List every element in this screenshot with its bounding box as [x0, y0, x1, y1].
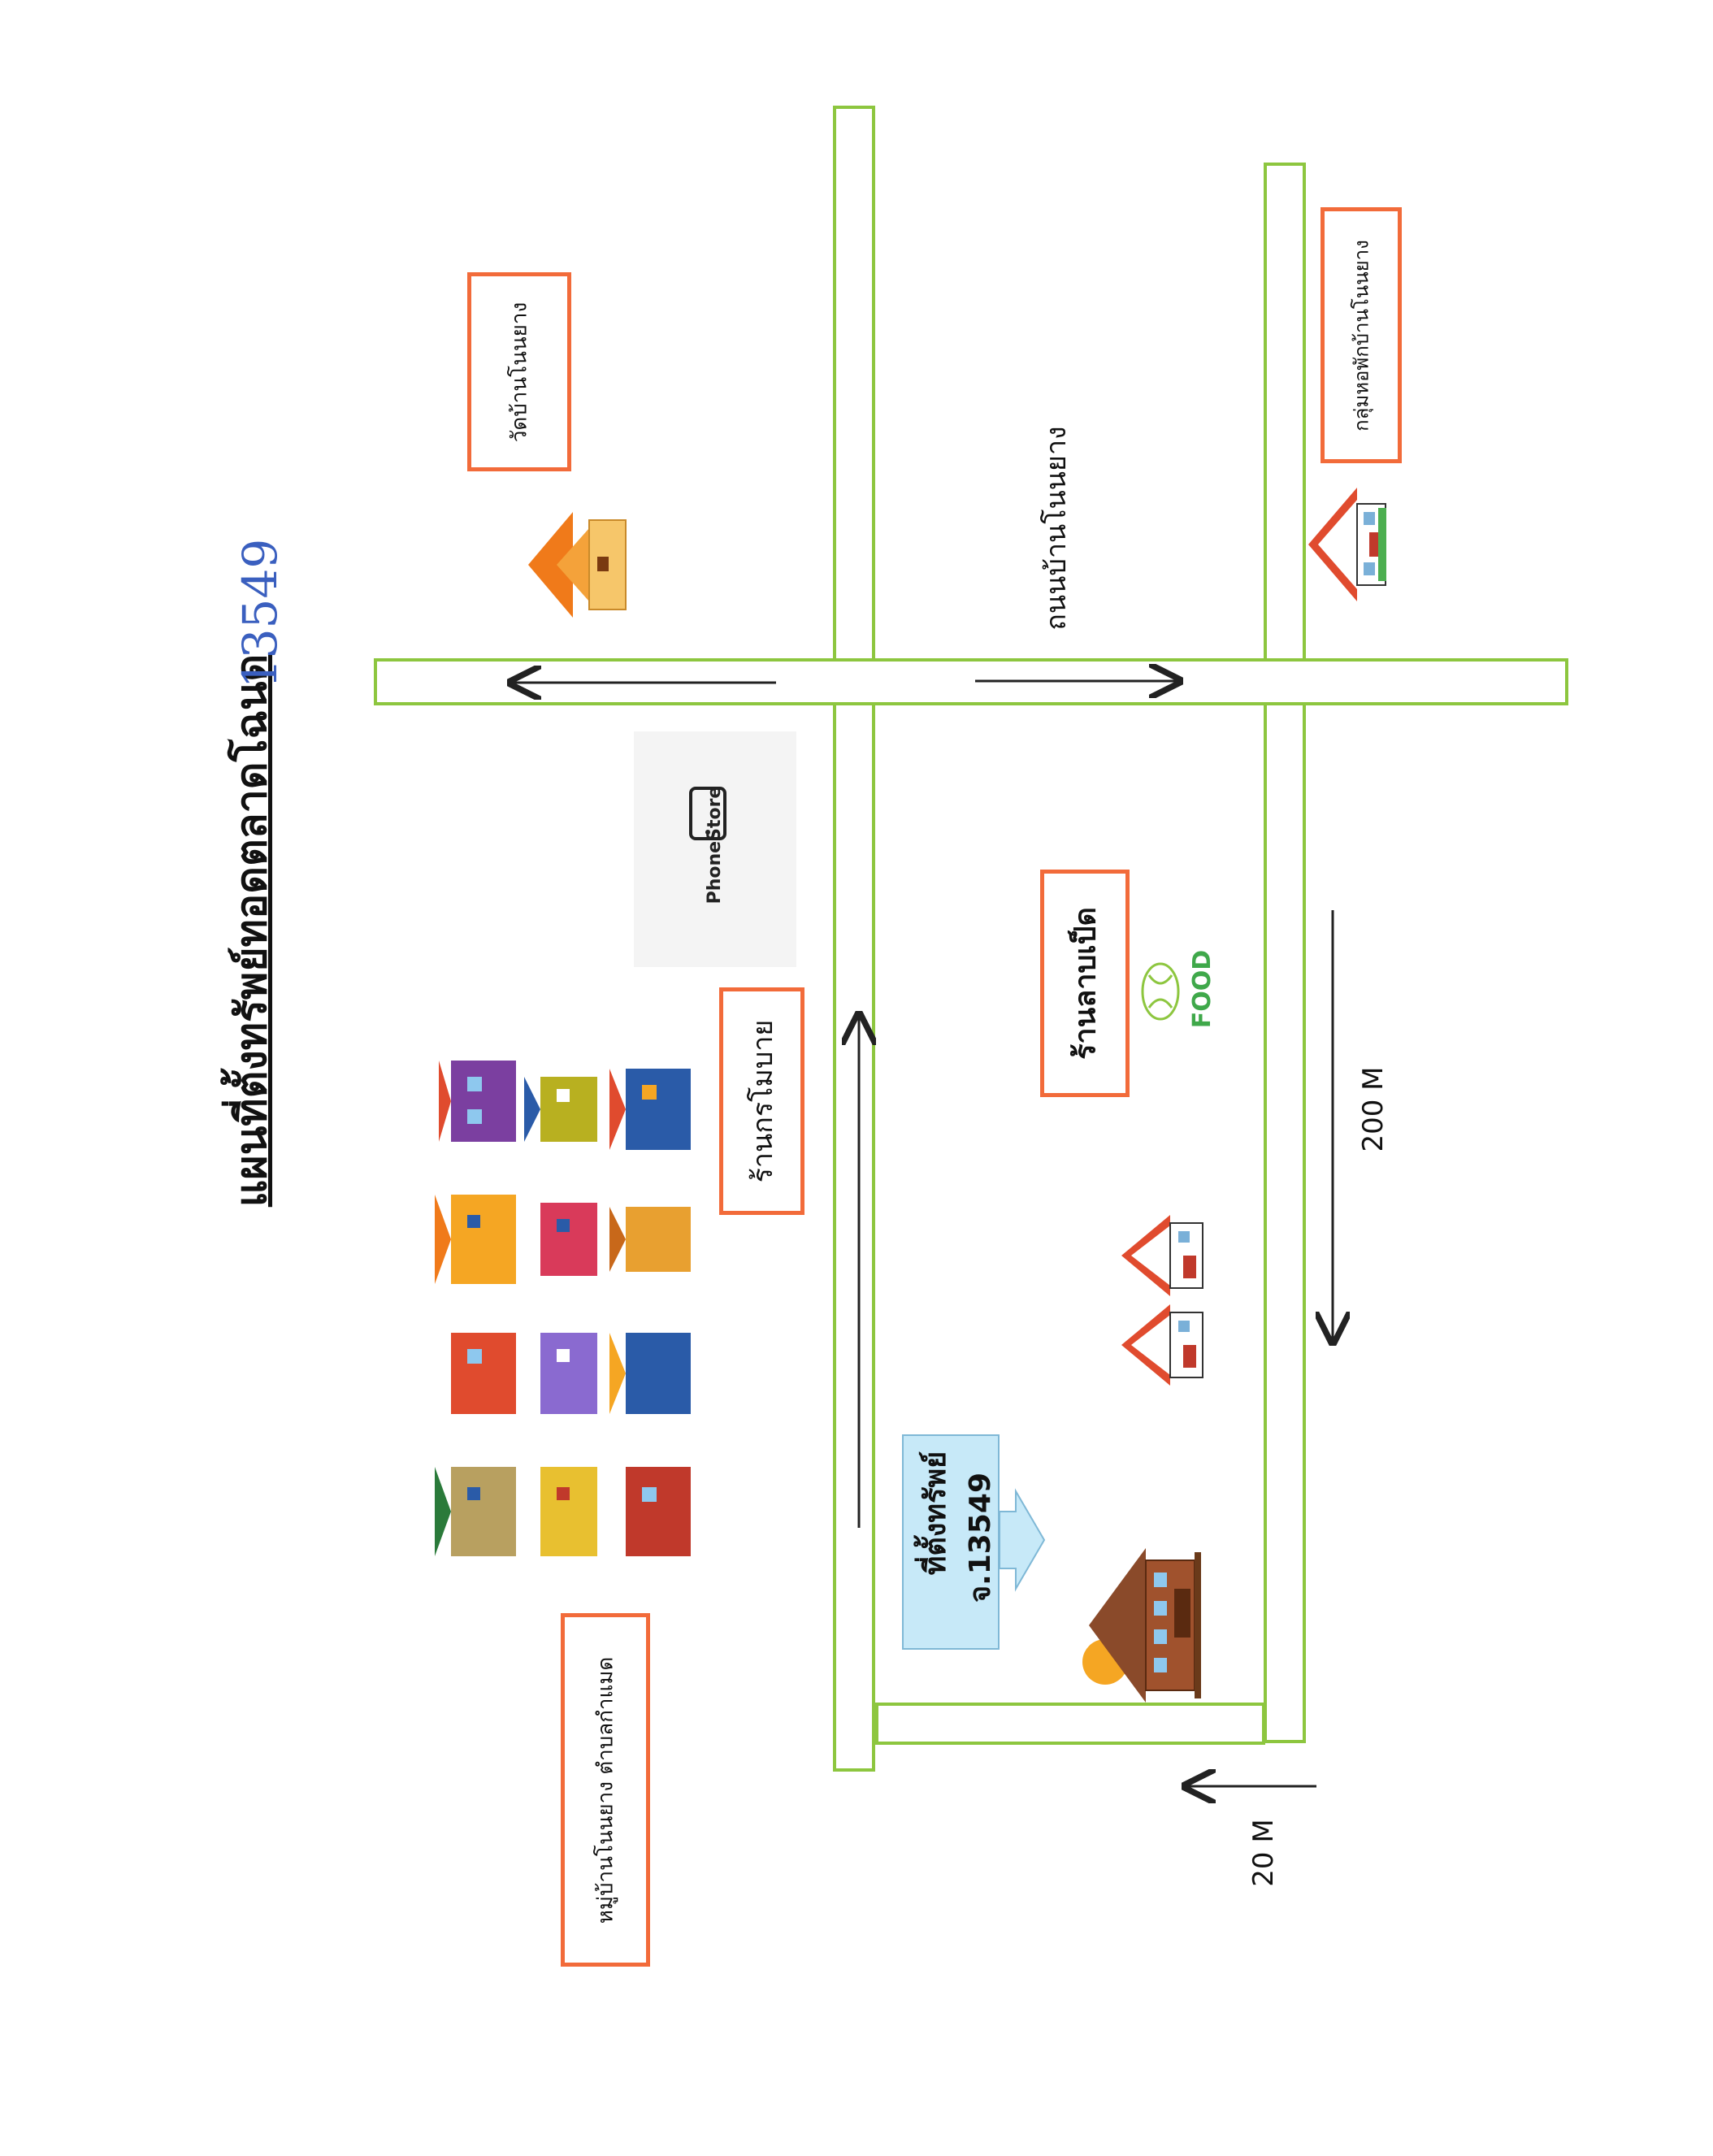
phone-shop-label-box: ร้านกรโมบาย: [719, 987, 804, 1215]
village-houses-icon: [435, 1061, 691, 1556]
road-vertical-left: [833, 106, 875, 1772]
phone-store-logo-text: PhoneStore: [705, 786, 725, 904]
village-house-3: [609, 1069, 691, 1150]
temple-icon: [528, 512, 627, 618]
village-house-4: [435, 1195, 516, 1284]
houses-pair-icon: [1121, 1215, 1203, 1386]
phone-store-logo: PhoneStore: [634, 731, 796, 967]
village-house-10: [435, 1467, 516, 1556]
village-house-2: [524, 1077, 597, 1142]
village-house-7: [451, 1333, 516, 1414]
village-label-box: หมู่บ้านโนนยาง ตำบลกำแมด: [561, 1613, 650, 1967]
food-logo-text: FOOD: [1188, 949, 1216, 1029]
food-logo: FOOD: [1138, 926, 1227, 1056]
village-house-1: [439, 1061, 516, 1142]
temple-label-box: วัดบ้านโนนยาง: [467, 272, 571, 471]
house-icon-village-group: [1308, 488, 1386, 601]
village-house-8: [540, 1333, 597, 1414]
village-house-9: [609, 1333, 691, 1414]
property-house-icon: [1082, 1548, 1201, 1703]
village-group-label-box: กลุ่มหอพักบ้านโนนยาง: [1321, 207, 1402, 463]
village-house-5: [540, 1203, 597, 1276]
village-house-6: [609, 1207, 691, 1272]
road-horizontal-bottom: [875, 1703, 1265, 1745]
village-house-12: [626, 1467, 691, 1556]
food-shop-label-box: ร้านลาบเป็ด: [1040, 870, 1130, 1097]
village-house-11: [540, 1467, 597, 1556]
road-vertical-right: [1264, 163, 1306, 1743]
